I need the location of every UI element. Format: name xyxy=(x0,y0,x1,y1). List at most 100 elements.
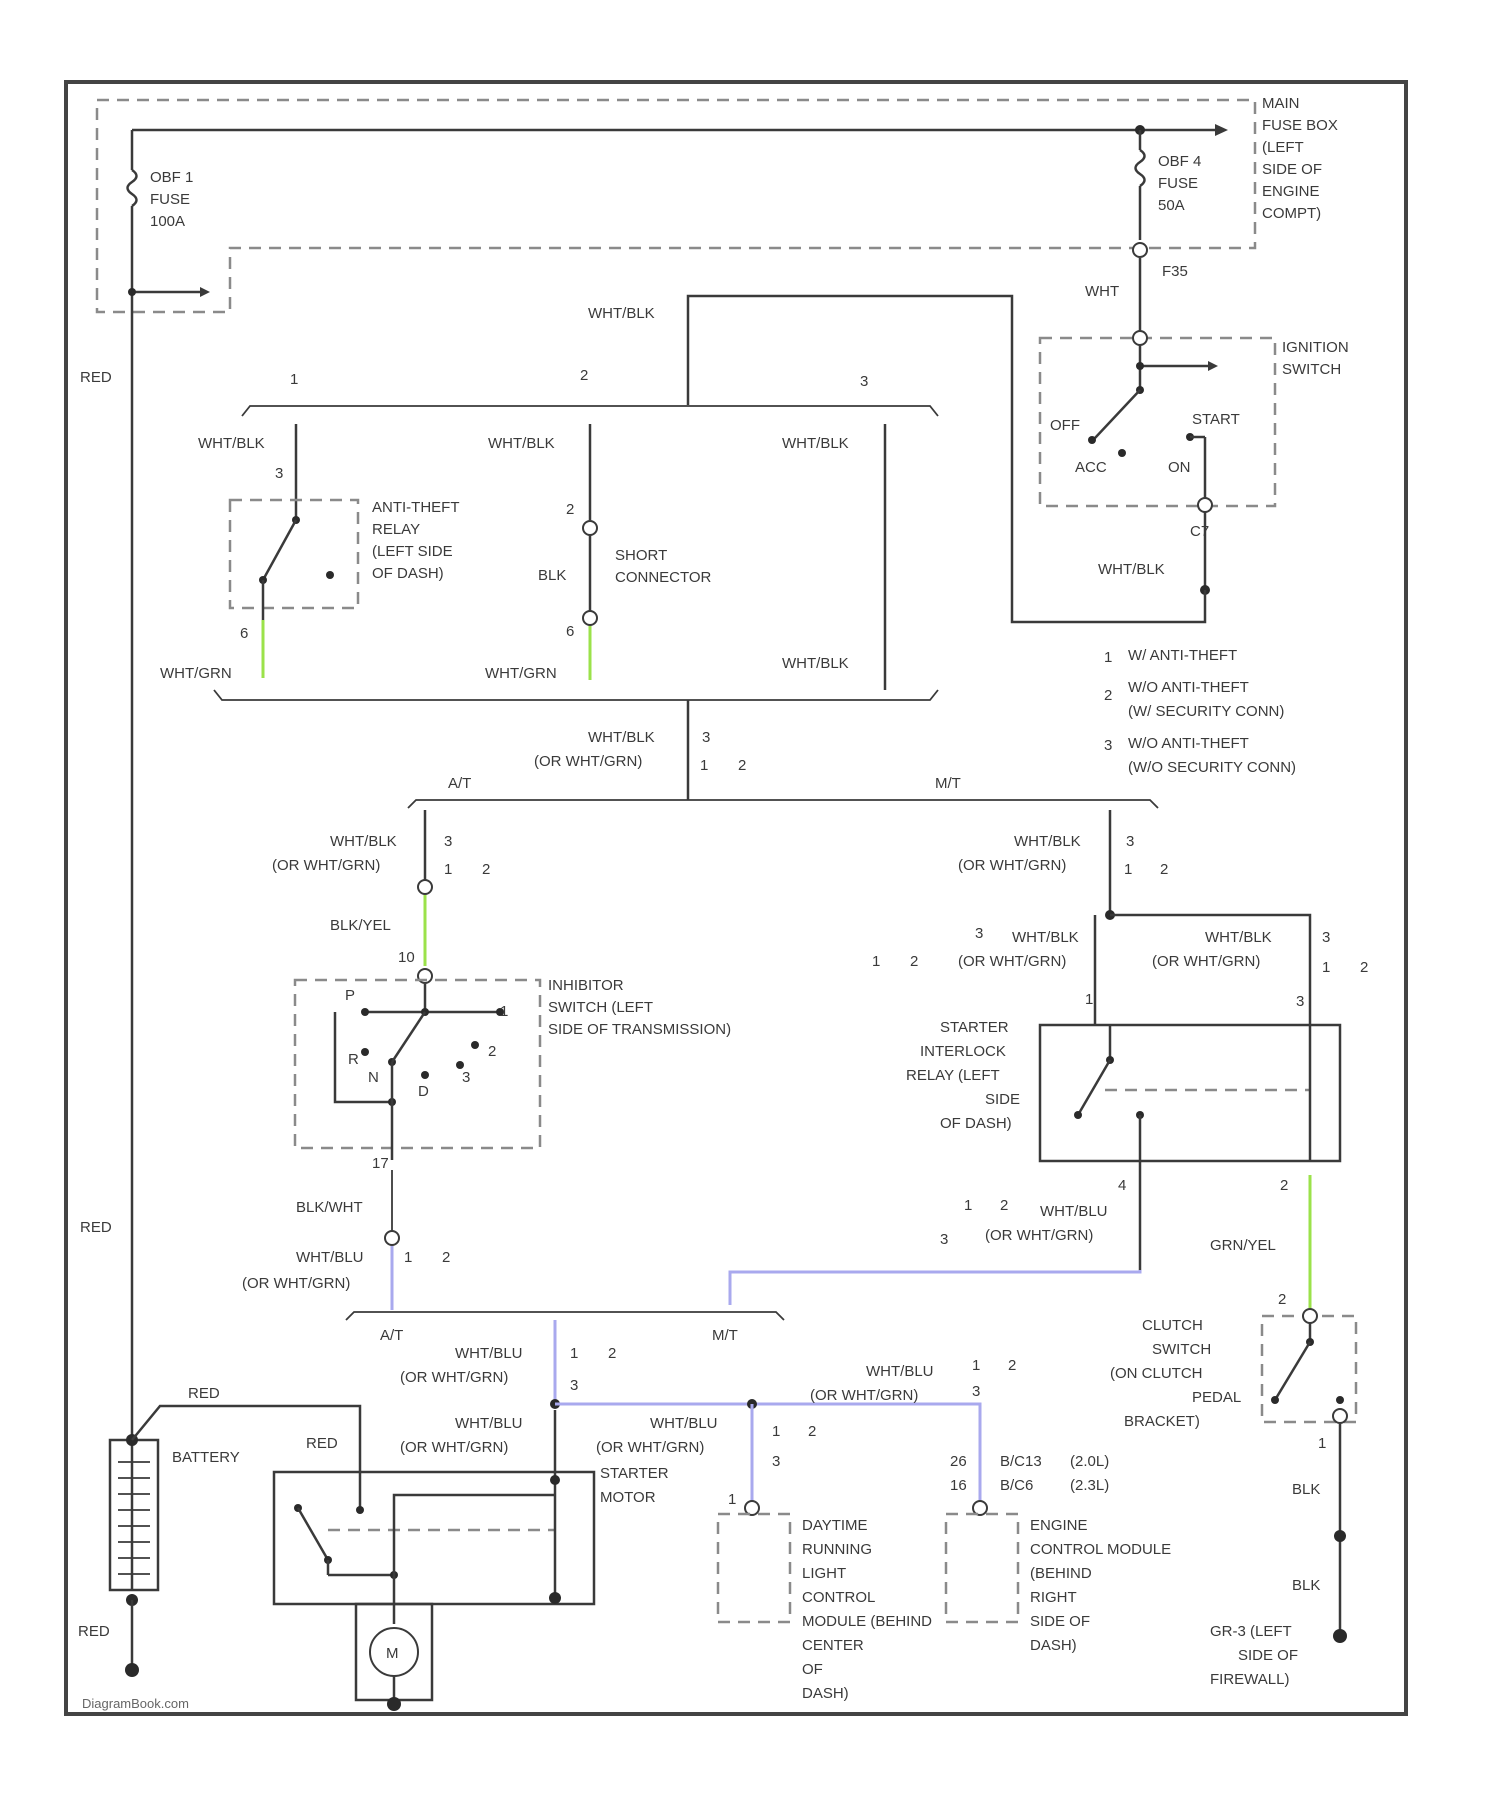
drl-label-0: DAYTIME xyxy=(802,1517,868,1534)
drl-variant-2: 2 xyxy=(808,1423,816,1440)
fuse1-line-0: OBF 1 xyxy=(150,169,193,186)
note-1-num: 1 xyxy=(1104,649,1112,666)
mt-right-variant-2: 2 xyxy=(1360,959,1368,976)
wire-wht-blk-b3: WHT/BLK xyxy=(782,435,849,452)
fuse2-line-1: FUSE xyxy=(1158,175,1198,192)
inhibitor-pin-top: 10 xyxy=(398,949,415,966)
trans-at-top: A/T xyxy=(448,775,471,792)
wire-wht-blk-mt: WHT/BLK xyxy=(1014,833,1081,850)
trans-at-bottom: A/T xyxy=(380,1327,403,1344)
wire-or-wht-grn-at: (OR WHT/GRN) xyxy=(272,857,380,874)
fuse1-line-1: FUSE xyxy=(150,191,190,208)
relay-pin-3: 3 xyxy=(1296,993,1304,1010)
mt-left-variant-1: 1 xyxy=(872,953,880,970)
wire-or-wht-grn-mt-left: (OR WHT/GRN) xyxy=(958,953,1066,970)
wire-wht-blu-drl: WHT/BLU xyxy=(650,1415,718,1432)
drl-variant-3: 3 xyxy=(772,1453,780,1470)
wire-grn-yel: GRN/YEL xyxy=(1210,1237,1276,1254)
wire-wht-blu-bottom: WHT/BLU xyxy=(455,1345,523,1362)
relay-pin-2: 2 xyxy=(1280,1177,1288,1194)
ecm-engine-0: (2.0L) xyxy=(1070,1453,1109,1470)
starter-interlock-relay: STARTER INTERLOCK RELAY (LEFT SIDE OF DA… xyxy=(906,1019,1340,1161)
ground-label-0: GR-3 (LEFT xyxy=(1210,1623,1292,1640)
ecm-label-4: SIDE OF xyxy=(1030,1613,1090,1630)
wire-blk-wht: BLK/WHT xyxy=(296,1199,363,1216)
trans-mt-bottom: M/T xyxy=(712,1327,738,1344)
ignition-pin: C7 xyxy=(1190,523,1209,540)
at2-variant-1: 1 xyxy=(404,1249,412,1266)
relay-out-variant-1: 1 xyxy=(964,1197,972,1214)
ecm-variant-3: 3 xyxy=(972,1383,980,1400)
wire-or-wht-grn-relay: (OR WHT/GRN) xyxy=(985,1227,1093,1244)
mt-left-variant-2: 2 xyxy=(910,953,918,970)
ecm-label-2: (BEHIND xyxy=(1030,1565,1092,1582)
inhibitor-pos-r: R xyxy=(348,1051,359,1068)
wire-or-wht-grn-mt: (OR WHT/GRN) xyxy=(958,857,1066,874)
note-1-line-0: W/ ANTI-THEFT xyxy=(1128,647,1237,664)
at-variant-2: 2 xyxy=(482,861,490,878)
ecm-code-1: B/C6 xyxy=(1000,1477,1033,1494)
inhibitor-pos-p: P xyxy=(345,987,355,1004)
variant-2-top: 2 xyxy=(580,367,588,384)
fuse2-line-0: OBF 4 xyxy=(1158,153,1201,170)
drl-label-6: OF xyxy=(802,1661,823,1678)
fuse2-line-2: 50A xyxy=(1158,197,1185,214)
starter-relay-label-2: RELAY (LEFT xyxy=(906,1067,1000,1084)
bottom-variant-1: 1 xyxy=(570,1345,578,1362)
clutch-switch: CLUTCH SWITCH (ON CLUTCH PEDAL BRACKET) xyxy=(1110,1309,1356,1430)
ignition-pos-acc: ACC xyxy=(1075,459,1107,476)
wire-wht-blk-mt-right: WHT/BLK xyxy=(1205,929,1272,946)
bottom-variant-2: 2 xyxy=(608,1345,616,1362)
clutch-label-3: PEDAL xyxy=(1192,1389,1241,1406)
starter-relay-label-4: OF DASH) xyxy=(940,1115,1012,1132)
merge-variant-2: 2 xyxy=(738,757,746,774)
mt-variant-2: 2 xyxy=(1160,861,1168,878)
ecm-label-5: DASH) xyxy=(1030,1637,1077,1654)
mt-left-variant-3: 3 xyxy=(975,925,983,942)
ignition-pos-off: OFF xyxy=(1050,417,1080,434)
ecm-variant-1: 1 xyxy=(972,1357,980,1374)
ground-label-2: FIREWALL) xyxy=(1210,1671,1289,1688)
variant-3-top: 3 xyxy=(860,373,868,390)
starter-relay-label-0: STARTER xyxy=(940,1019,1009,1036)
mt-variant-1: 1 xyxy=(1124,861,1132,878)
relay-out-variant-3: 3 xyxy=(940,1231,948,1248)
inhibitor-label-1: SWITCH (LEFT xyxy=(548,999,653,1016)
wire-or-wht-grn-at2: (OR WHT/GRN) xyxy=(242,1275,350,1292)
drl-label-4: MODULE (BEHIND xyxy=(802,1613,932,1630)
clutch-pin-bottom: 1 xyxy=(1318,1435,1326,1452)
wire-wht-blk-top: WHT/BLK xyxy=(588,305,655,322)
fuse-box-label-5: COMPT) xyxy=(1262,205,1321,222)
anti-theft-label-0: ANTI-THEFT xyxy=(372,499,460,516)
ecm-label-0: ENGINE xyxy=(1030,1517,1088,1534)
wire-red-ground: RED xyxy=(78,1623,110,1640)
short-connector: SHORT CONNECTOR xyxy=(583,521,712,625)
engine-control-module: ENGINE CONTROL MODULE (BEHIND RIGHT SIDE… xyxy=(946,1501,1171,1654)
ignition-pos-start: START xyxy=(1192,411,1240,428)
anti-theft-label-2: (LEFT SIDE xyxy=(372,543,453,560)
anti-theft-label-1: RELAY xyxy=(372,521,420,538)
fuse-box-label-1: FUSE BOX xyxy=(1262,117,1338,134)
relay-pin-top: 3 xyxy=(275,465,283,482)
inhibitor-pos-1: 1 xyxy=(500,1003,508,1020)
fuse-box-label-3: SIDE OF xyxy=(1262,161,1322,178)
ecm-label-3: RIGHT xyxy=(1030,1589,1077,1606)
clutch-label-0: CLUTCH xyxy=(1142,1317,1203,1334)
relay-pin-1: 1 xyxy=(1085,991,1093,1008)
ignition-label-0: IGNITION xyxy=(1282,339,1349,356)
wire-wht-blk-merge: WHT/BLK xyxy=(588,729,655,746)
fuse1-line-2: 100A xyxy=(150,213,185,230)
drl-label-1: RUNNING xyxy=(802,1541,872,1558)
wire-or-wht-grn-ecm: (OR WHT/GRN) xyxy=(810,1387,918,1404)
merge-variant-3: 3 xyxy=(702,729,710,746)
wire-wht-blu-ecm: WHT/BLU xyxy=(866,1363,934,1380)
ecm-code-0: B/C13 xyxy=(1000,1453,1042,1470)
note-3-line-0: W/O ANTI-THEFT xyxy=(1128,735,1249,752)
mt-right-variant-1: 1 xyxy=(1322,959,1330,976)
starter-relay-label-3: SIDE xyxy=(985,1091,1020,1108)
mt-right-variant-3: 3 xyxy=(1322,929,1330,946)
wire-wht: WHT xyxy=(1085,283,1119,300)
wire-red-battery: RED xyxy=(188,1385,220,1402)
ecm-pin-26: 26 xyxy=(950,1453,967,1470)
